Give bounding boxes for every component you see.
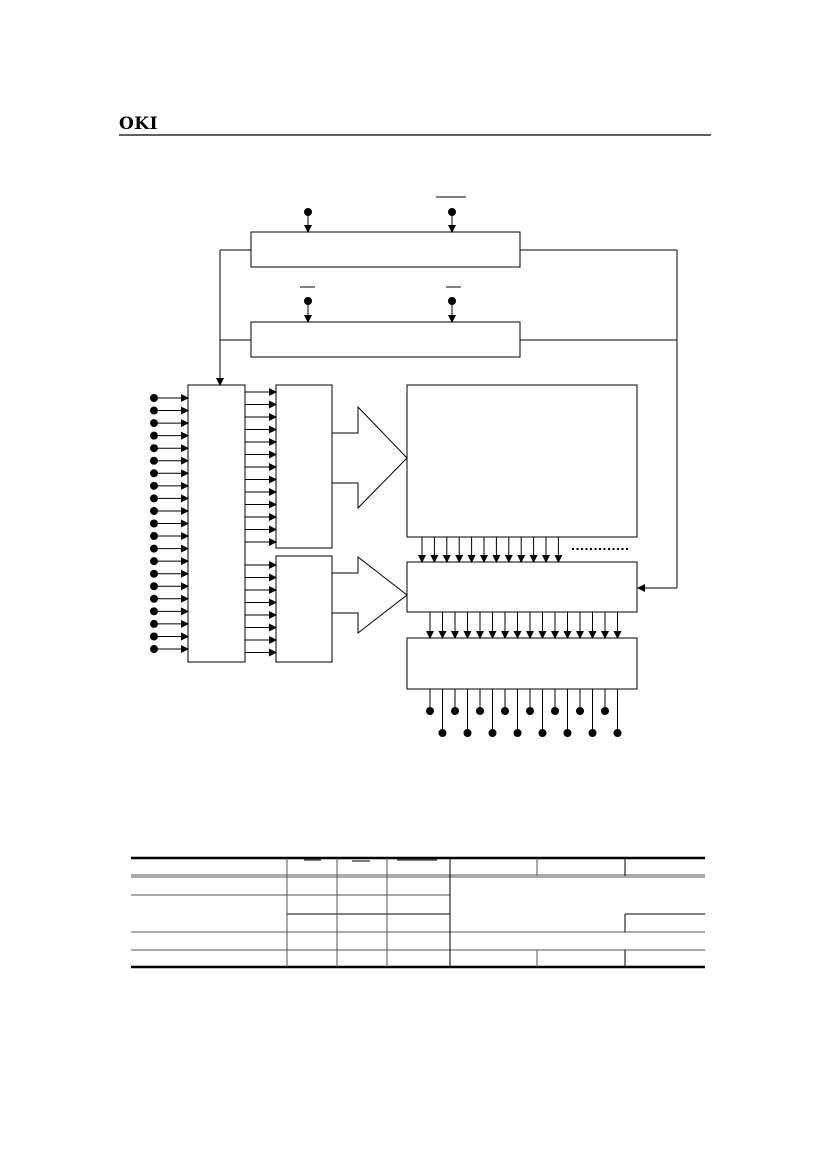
control-block-1 xyxy=(250,231,521,268)
control-block-2 xyxy=(250,321,521,358)
output-pin-dot xyxy=(576,707,584,715)
output-pin-dot xyxy=(513,729,522,737)
output-pin-dot xyxy=(463,729,472,737)
column-select-arrow xyxy=(332,555,408,635)
output-pin-dot xyxy=(426,707,434,715)
output-pin-dot xyxy=(501,707,509,715)
output-pin-dot xyxy=(438,729,447,737)
address-buffer-block xyxy=(187,384,246,663)
column-decoder-block xyxy=(275,555,333,663)
output-pin-dot xyxy=(488,729,497,737)
column-gate-block xyxy=(406,561,638,613)
output-pin-dot xyxy=(563,729,572,737)
output-pin-dot xyxy=(476,707,484,715)
output-pin-dot xyxy=(588,729,597,737)
output-pin-dot xyxy=(538,729,547,737)
output-pin-dot xyxy=(613,729,622,737)
output-pin-dot xyxy=(451,707,459,715)
oki-logo: OKI xyxy=(119,114,159,134)
output-buffer-block xyxy=(406,637,638,690)
memory-array-block xyxy=(406,384,638,538)
output-pin-dot xyxy=(551,707,559,715)
row-select-arrow xyxy=(332,405,408,510)
output-pin-dot xyxy=(526,707,534,715)
output-pin-dot xyxy=(601,707,609,715)
row-decoder-block xyxy=(275,384,333,549)
